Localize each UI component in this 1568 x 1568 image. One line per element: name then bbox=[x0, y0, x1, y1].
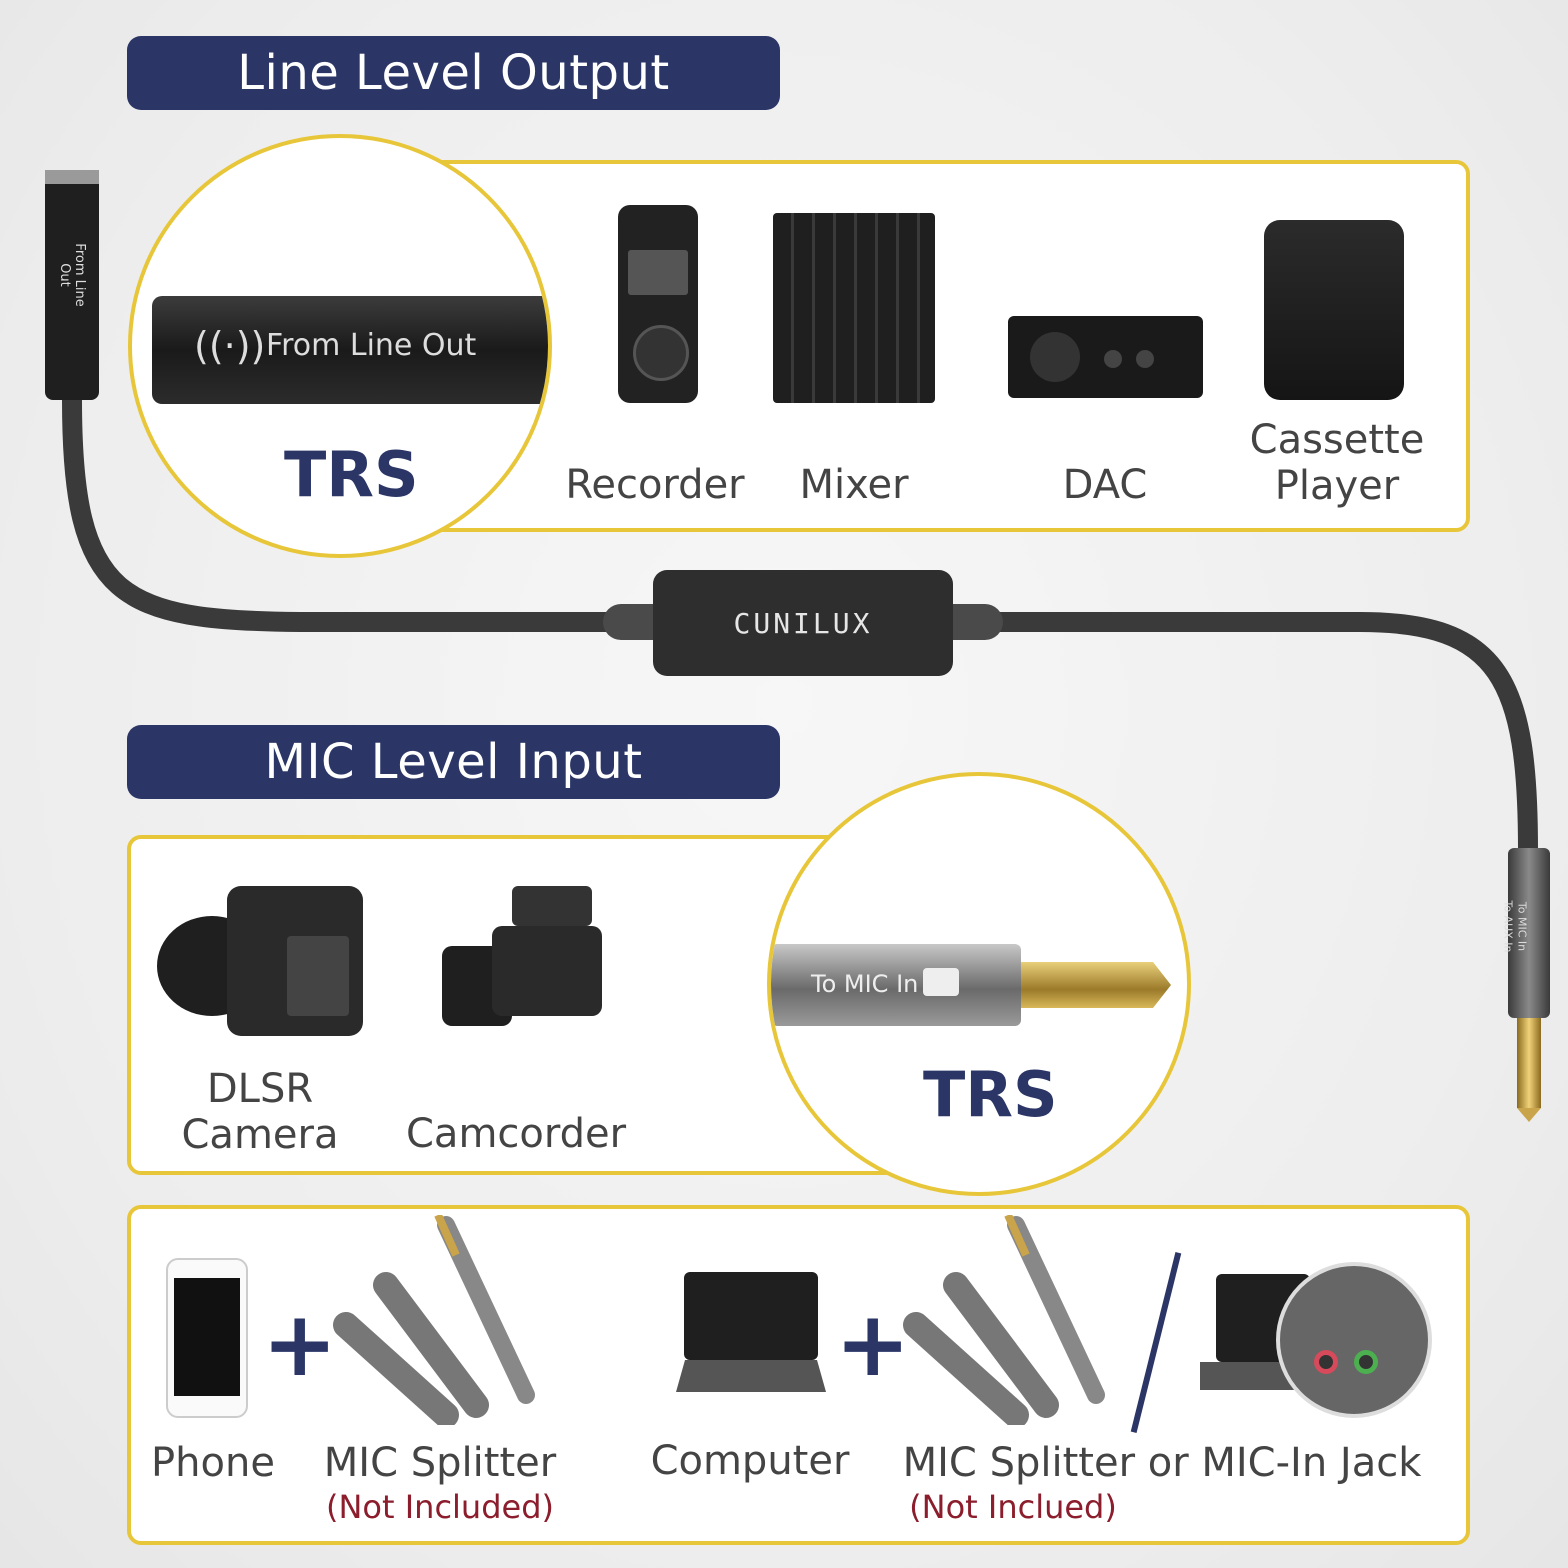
male-plug-image bbox=[771, 944, 1021, 1026]
dac-icon bbox=[1008, 316, 1203, 398]
cassette-player-label: Cassette Player bbox=[1232, 417, 1442, 509]
computer-label: Computer bbox=[650, 1438, 850, 1484]
laptop-icon bbox=[676, 1272, 826, 1394]
recorder-label: Recorder bbox=[565, 462, 745, 508]
dslr-camera-icon bbox=[157, 886, 363, 1036]
line-output-banner: Line Level Output bbox=[127, 36, 780, 110]
dslr-line-1: DLSR bbox=[206, 1066, 314, 1112]
camcorder-icon bbox=[442, 886, 606, 1038]
phone-label: Phone bbox=[151, 1440, 275, 1486]
recorder-icon bbox=[618, 205, 698, 403]
not-included-note: (Not Included) bbox=[326, 1488, 554, 1526]
signal-icon: ((·)) bbox=[194, 324, 266, 368]
line-connector-print: From Line Out bbox=[266, 328, 477, 363]
dslr-line-2: Camera bbox=[181, 1112, 339, 1158]
mic-splitter-label: MIC Splitter bbox=[323, 1440, 557, 1486]
mic-splitter-or-jack-label: MIC Splitter or MIC-In Jack bbox=[902, 1440, 1422, 1486]
plug-print-2: To AUX In bbox=[1501, 900, 1515, 953]
dslr-camera-label: DLSR Camera bbox=[160, 1066, 360, 1158]
brand-logo: CUNILUX bbox=[733, 606, 873, 640]
phone-icon bbox=[166, 1258, 248, 1418]
dac-label: DAC bbox=[1062, 462, 1148, 508]
mixer-icon bbox=[773, 213, 935, 403]
plug-print-1: To MIC In bbox=[1515, 901, 1529, 952]
mic-jack-port-icon bbox=[1314, 1350, 1338, 1374]
camera-icon bbox=[923, 968, 959, 996]
female-jack-image bbox=[152, 296, 548, 404]
mic-connector-print: To MIC In bbox=[811, 970, 919, 998]
mic-jack-zoom-circle bbox=[1276, 1262, 1432, 1418]
mic-connector-type: TRS bbox=[923, 1058, 1058, 1131]
plus-sign-1: + bbox=[262, 1292, 338, 1397]
side-jack-print: From Line Out bbox=[57, 243, 87, 307]
camcorder-label: Camcorder bbox=[406, 1111, 627, 1157]
plug-tip bbox=[1021, 962, 1171, 1008]
line-connector-type: TRS bbox=[284, 438, 419, 511]
not-inclued-note: (Not Inclued) bbox=[909, 1488, 1117, 1526]
mic-splitter-icon-2 bbox=[903, 1215, 1105, 1425]
mixer-label: Mixer bbox=[799, 462, 909, 508]
mic-splitter-icon bbox=[333, 1215, 535, 1425]
attenuator-body: CUNILUX bbox=[653, 570, 953, 676]
cassette-line-2: Player bbox=[1274, 463, 1400, 509]
mic-input-banner: MIC Level Input bbox=[127, 725, 780, 799]
mic-connector-circle: To MIC In TRS bbox=[767, 772, 1191, 1196]
cassette-line-1: Cassette bbox=[1249, 417, 1425, 463]
cassette-player-icon bbox=[1264, 220, 1404, 400]
plus-sign-2: + bbox=[835, 1292, 911, 1397]
headphone-jack-port-icon bbox=[1354, 1350, 1378, 1374]
line-connector-circle: ((·)) From Line Out TRS bbox=[128, 134, 552, 558]
